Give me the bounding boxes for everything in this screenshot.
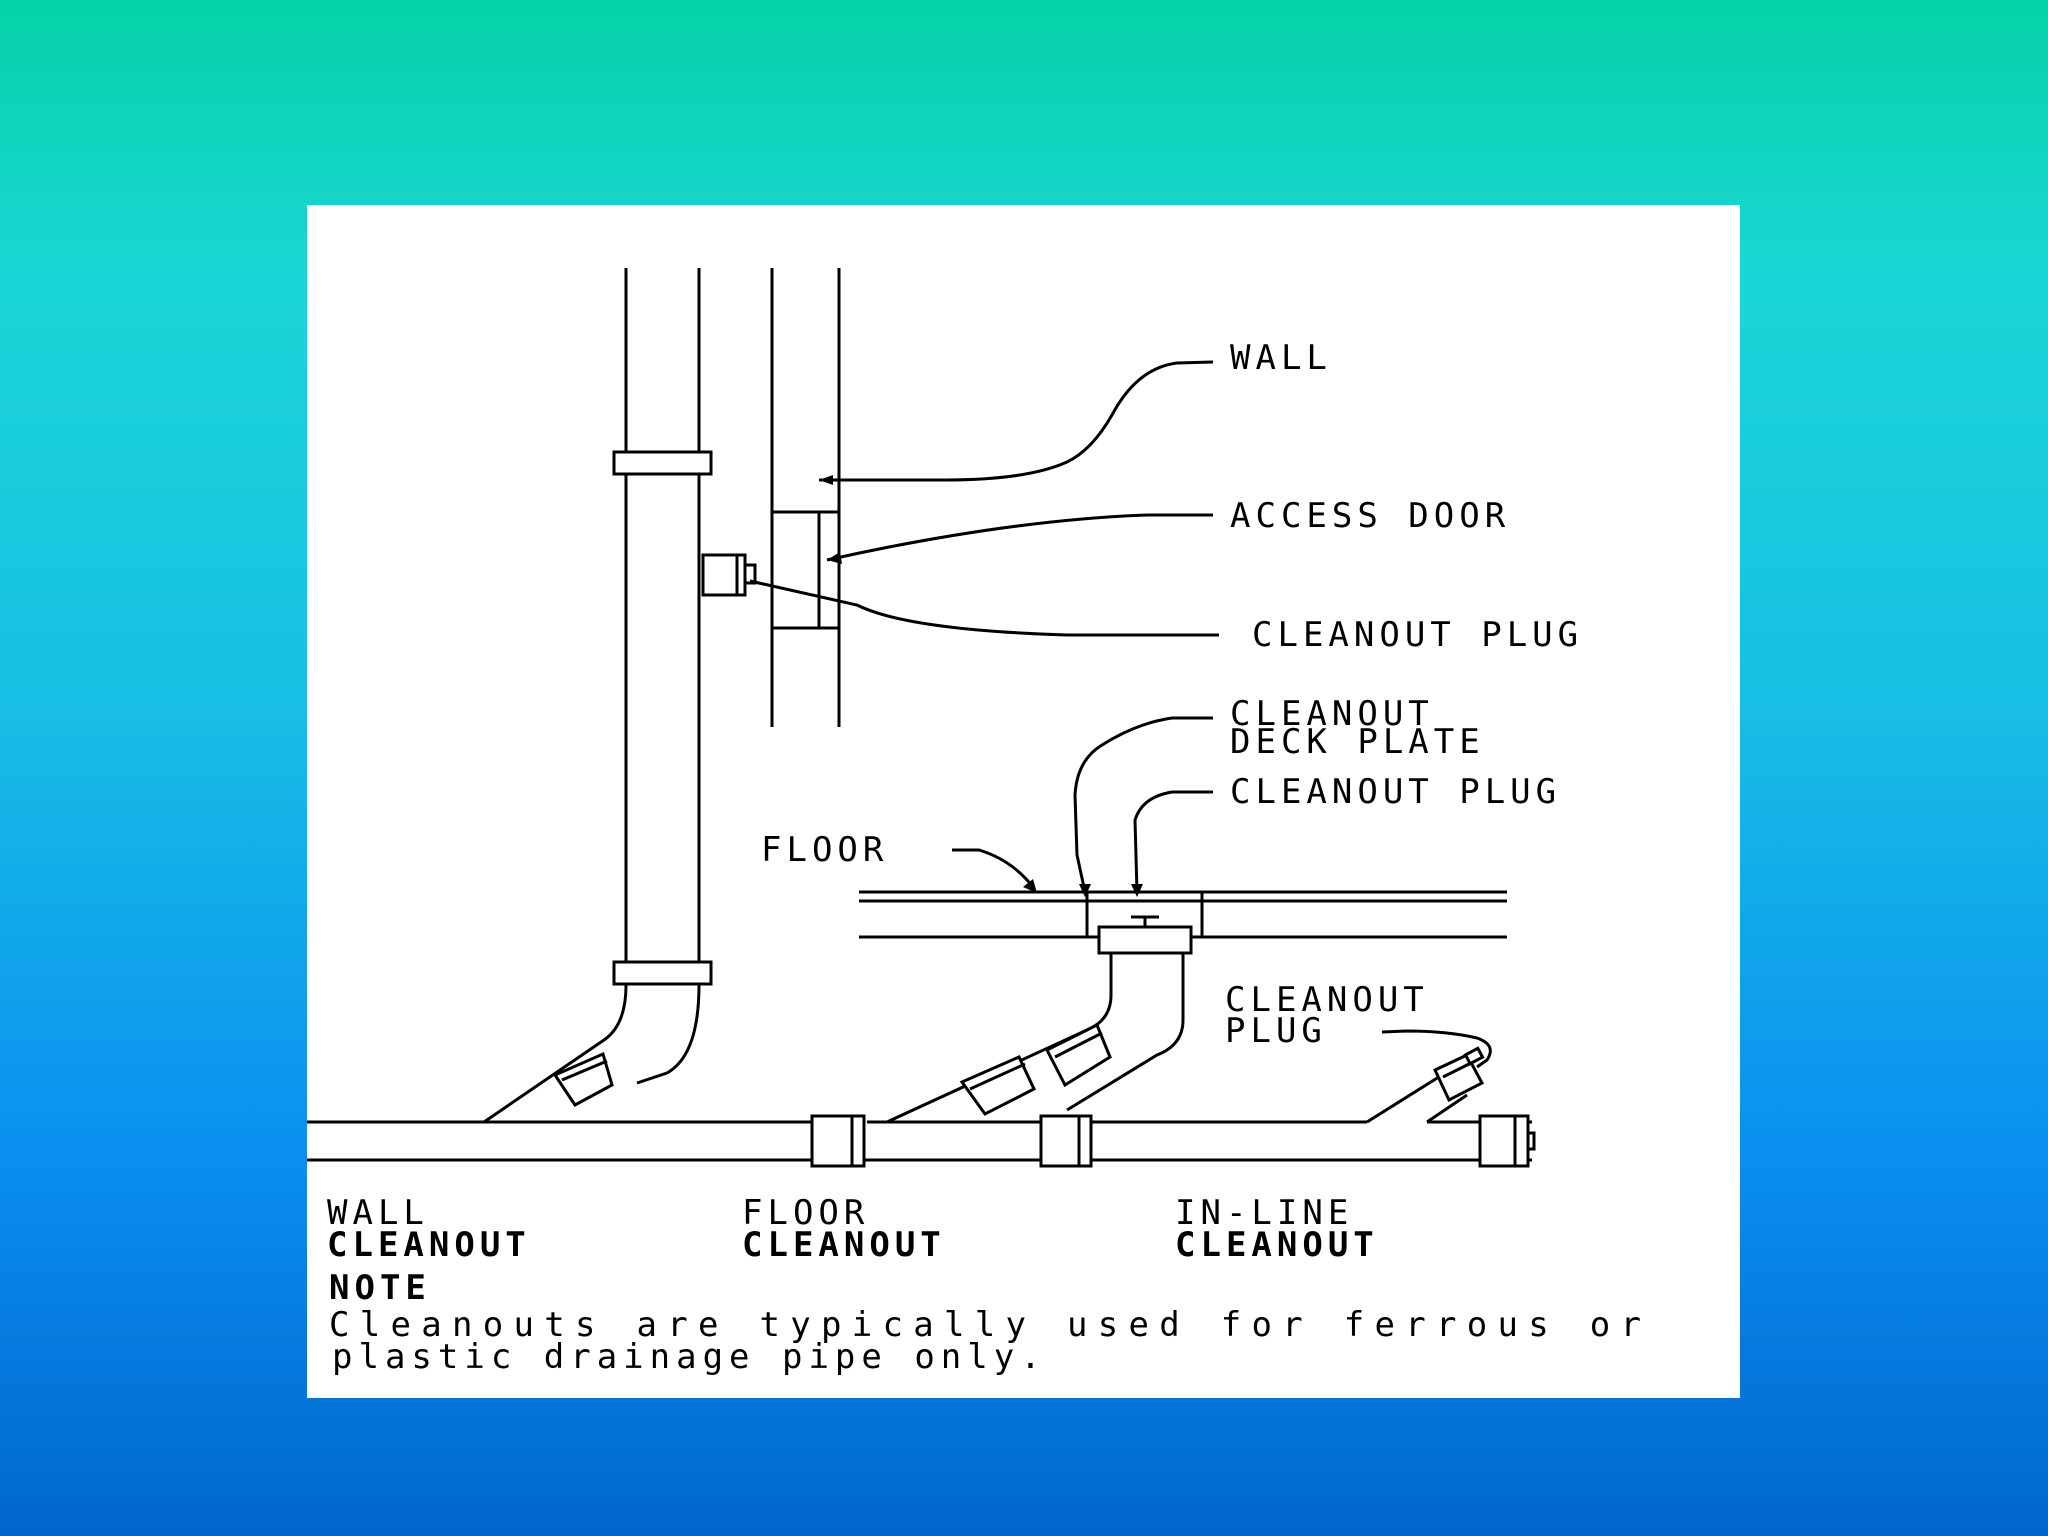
caption-inline-1: IN-LINE <box>1175 1193 1353 1233</box>
arrow-access-door <box>827 552 842 564</box>
note-heading: NOTE <box>329 1268 431 1308</box>
label-cleanout-plug-inline-2: PLUG <box>1225 1011 1327 1051</box>
label-wall: WALL <box>1230 338 1332 378</box>
floor-cleanout-fitting <box>1097 915 1193 955</box>
stack-elbow <box>483 984 701 1124</box>
floor-elbow <box>886 953 1185 1124</box>
elbow-coupling-floor-upper <box>1044 1022 1112 1088</box>
wall-cleanout-fitting <box>701 553 757 597</box>
note-line-1: Cleanouts are typically used for ferrous… <box>329 1305 1647 1345</box>
label-cleanout-deck-plate-1: CLEANOUT <box>1230 694 1434 734</box>
drain-end-cap <box>1478 1114 1536 1168</box>
arrow-wall <box>819 475 833 485</box>
caption-inline-2: CLEANOUT <box>1175 1225 1379 1265</box>
arrow-deck-plate <box>1079 884 1091 897</box>
arrow-cleanout-plug-floor <box>1131 884 1143 897</box>
inline-wye <box>1366 1073 1468 1124</box>
elbow-coupling-floor-lower <box>959 1055 1036 1116</box>
arrow-floor <box>1023 879 1037 893</box>
inline-cleanout-plug-fitting <box>1433 1046 1485 1103</box>
diagram-panel: WALL ACCESS DOOR CLEANOUT PLUG CLEANOUT … <box>307 205 1740 1398</box>
leader-deck-plate <box>1073 716 1213 893</box>
caption-floor-2: CLEANOUT <box>742 1225 946 1265</box>
leader-cleanout-plug-floor <box>1133 790 1213 893</box>
elbow-coupling-wall <box>552 1051 614 1107</box>
pipe-coupling-upper <box>612 450 713 476</box>
access-door <box>772 510 839 630</box>
label-cleanout-plug-wall: CLEANOUT PLUG <box>1252 615 1583 655</box>
caption-wall-1: WALL <box>327 1193 429 1233</box>
drain-coupling-1 <box>810 1114 866 1168</box>
wall <box>770 268 841 727</box>
leader-cleanout-plug-wall <box>749 579 1219 637</box>
note-line-2: plastic drainage pipe only. <box>332 1337 1047 1377</box>
leader-wall <box>819 360 1214 482</box>
caption-wall-2: CLEANOUT <box>327 1225 531 1265</box>
label-cleanout-plug-inline-1: CLEANOUT <box>1225 980 1429 1020</box>
horizontal-drain-pipe <box>307 1120 1532 1162</box>
label-cleanout-deck-plate-2: DECK PLATE <box>1230 722 1485 762</box>
leader-floor <box>952 848 1035 888</box>
label-floor: FLOOR <box>761 830 888 870</box>
pipe-coupling-lower <box>612 960 713 986</box>
label-access-door: ACCESS DOOR <box>1230 496 1510 536</box>
vertical-stack-pipe <box>624 268 701 985</box>
drain-coupling-2 <box>1039 1114 1093 1168</box>
leader-cleanout-plug-inline <box>1381 1029 1492 1069</box>
leader-access-door <box>826 513 1213 562</box>
label-cleanout-plug-floor: CLEANOUT PLUG <box>1230 772 1561 812</box>
cleanout-diagram: WALL ACCESS DOOR CLEANOUT PLUG CLEANOUT … <box>307 268 1647 1377</box>
floor <box>859 890 1507 939</box>
caption-floor-1: FLOOR <box>742 1193 869 1233</box>
